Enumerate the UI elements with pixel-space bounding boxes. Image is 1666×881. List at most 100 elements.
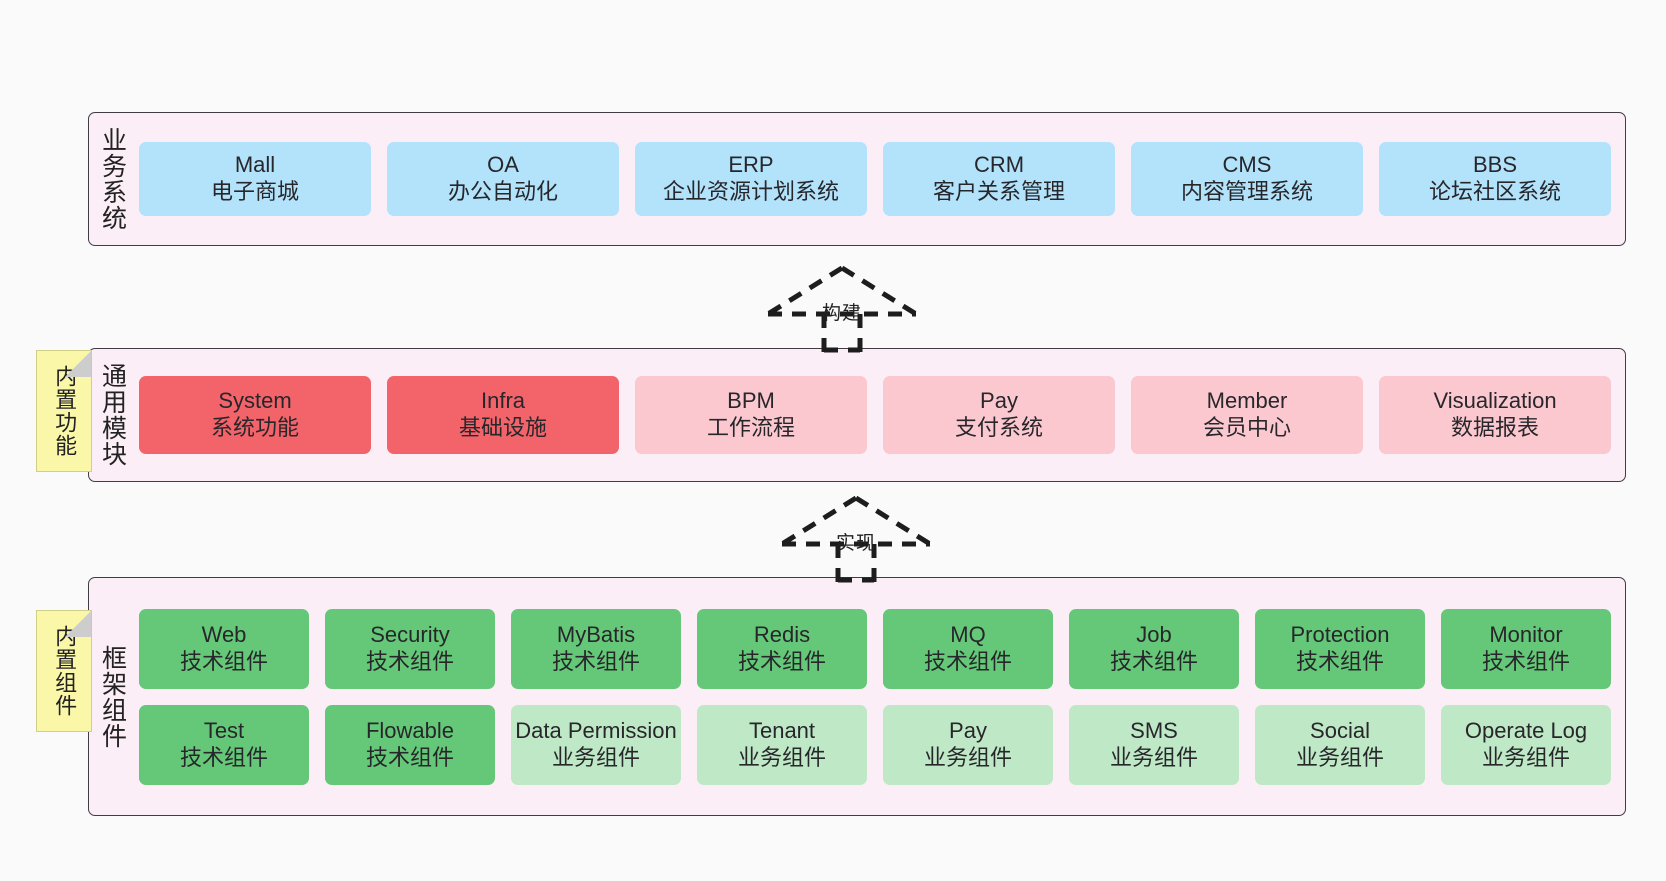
cell-title: Test <box>203 717 245 743</box>
cell-subtitle: 技术组件 <box>365 744 454 770</box>
cell-subtitle: 论坛社区系统 <box>1428 179 1561 204</box>
cell-subtitle: 业务组件 <box>551 744 640 770</box>
cell-title: Tenant <box>748 717 816 743</box>
cell-title: BBS <box>1472 152 1518 178</box>
cell-subtitle: 业务组件 <box>1295 744 1384 770</box>
cell-subtitle: 技术组件 <box>551 648 640 674</box>
cell-subtitle: 基础设施 <box>458 415 547 440</box>
cell-subtitle: 业务组件 <box>923 744 1012 770</box>
cell-subtitle: 工作流程 <box>706 415 795 440</box>
cell-title: Job <box>1136 621 1172 647</box>
cell-title: Member <box>1206 388 1288 414</box>
cell-title: Mall <box>234 152 276 178</box>
cell-title: Infra <box>480 388 526 414</box>
sticky-note-builtin-feature: 内置功能 <box>36 350 92 472</box>
cell-title: Pay <box>949 717 987 743</box>
cell-title: MQ <box>950 621 986 647</box>
cell-title: Flowable <box>365 717 455 743</box>
framework-component-label: 框架组件 <box>98 644 127 749</box>
cell-title: ERP <box>728 152 774 178</box>
cell-subtitle: 客户关系管理 <box>932 179 1065 204</box>
cell-subtitle: 业务组件 <box>737 744 826 770</box>
cell-subtitle: 企业资源计划系统 <box>662 179 839 204</box>
cell-title: Security <box>370 621 450 647</box>
cell-subtitle: 技术组件 <box>923 648 1012 674</box>
cell-subtitle: 办公自动化 <box>447 179 558 204</box>
cell-title: Data Permission <box>515 717 677 743</box>
cell-title: Protection <box>1290 621 1390 647</box>
cell-title: Operate Log <box>1464 717 1588 743</box>
cell-subtitle: 技术组件 <box>179 744 268 770</box>
cell-title: Visualization <box>1433 388 1557 414</box>
cell-subtitle: 技术组件 <box>179 648 268 674</box>
connector-build: 构建 <box>762 262 922 353</box>
cell-title: BPM <box>727 388 775 414</box>
cell-title: CRM <box>973 152 1025 178</box>
cell-subtitle: 内容管理系统 <box>1180 179 1313 204</box>
cell-title: Pay <box>980 388 1018 414</box>
cell-subtitle: 业务组件 <box>1109 744 1198 770</box>
cell-title: System <box>218 388 292 414</box>
cell-subtitle: 技术组件 <box>1295 648 1384 674</box>
cell-title: MyBatis <box>556 621 636 647</box>
cell-subtitle: 技术组件 <box>1109 648 1198 674</box>
cell-subtitle: 会员中心 <box>1202 415 1291 440</box>
common-module-label: 通用模块 <box>98 363 127 467</box>
connector-build-label: 构建 <box>821 303 863 324</box>
cell-subtitle: 技术组件 <box>365 648 454 674</box>
cell-title: SMS <box>1130 717 1178 743</box>
cell-subtitle: 业务组件 <box>1481 744 1570 770</box>
cell-title: Web <box>201 621 247 647</box>
cell-subtitle: 技术组件 <box>737 648 826 674</box>
cell-subtitle: 电子商城 <box>210 179 299 204</box>
cell-title: Redis <box>753 621 811 647</box>
cell-title: OA <box>487 152 519 178</box>
sticky-note-builtin-component: 内置组件 <box>36 610 92 732</box>
cell-subtitle: 数据报表 <box>1450 415 1539 440</box>
cell-subtitle: 系统功能 <box>210 415 299 440</box>
cell-subtitle: 技术组件 <box>1481 648 1570 674</box>
business-system-label: 业务系统 <box>98 127 127 231</box>
cell-title: Monitor <box>1489 621 1563 647</box>
cell-title: CMS <box>1222 152 1272 178</box>
cell-title: Social <box>1310 717 1370 743</box>
